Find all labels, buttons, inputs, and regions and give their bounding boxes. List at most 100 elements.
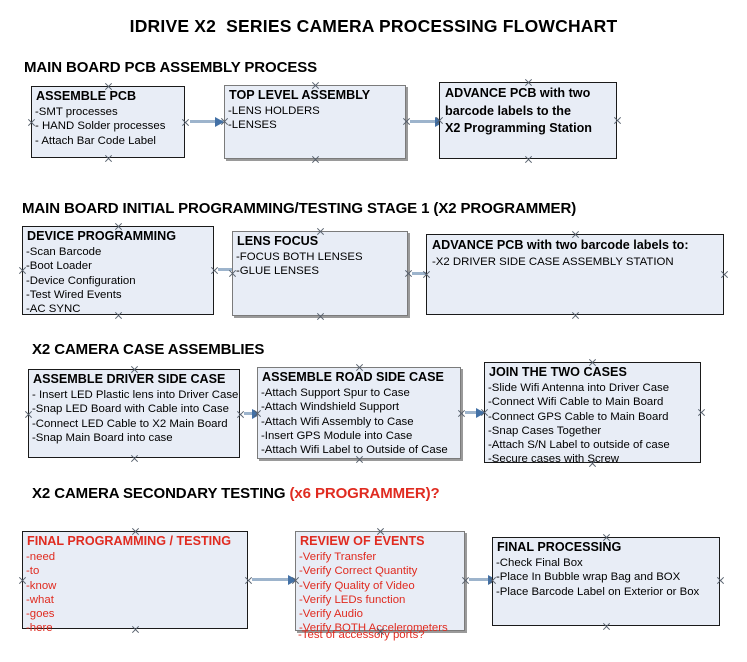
- anchor-handle-icon[interactable]: [697, 408, 706, 417]
- anchor-handle-icon[interactable]: [422, 270, 431, 279]
- anchor-handle-icon[interactable]: [181, 118, 190, 127]
- node-title: ASSEMBLE PCB: [36, 89, 137, 103]
- node-title: REVIEW OF EVENTS: [300, 534, 425, 548]
- node-line: -Scan Barcode: [26, 246, 102, 258]
- anchor-handle-icon[interactable]: [131, 527, 140, 536]
- anchor-handle-icon[interactable]: [720, 270, 729, 279]
- anchor-handle-icon[interactable]: [488, 576, 497, 585]
- anchor-handle-icon[interactable]: [571, 311, 580, 320]
- node-title: LENS FOCUS: [237, 234, 319, 248]
- anchor-handle-icon[interactable]: [588, 358, 597, 367]
- anchor-handle-icon[interactable]: [130, 365, 139, 374]
- node-title: TOP LEVEL ASSEMBLY: [229, 88, 371, 102]
- node-line: barcode labels to the: [445, 104, 571, 118]
- node-line: -Verify Correct Quantity: [299, 565, 418, 578]
- anchor-handle-icon[interactable]: [435, 116, 444, 125]
- node-line: -Snap Main Board into case: [32, 431, 173, 444]
- node-line: -Verify Audio: [299, 608, 363, 621]
- node-line: - Attach Bar Code Label: [35, 134, 156, 147]
- node-final-processing[interactable]: FINAL PROCESSING -Check Final Box -Place…: [492, 537, 720, 626]
- anchor-handle-icon[interactable]: [355, 455, 364, 464]
- node-title: ADVANCE PCB with two: [445, 86, 591, 100]
- anchor-handle-icon[interactable]: [588, 459, 597, 468]
- node-final-programming-testing[interactable]: FINAL PROGRAMMING / TESTING -need -to -k…: [22, 531, 248, 634]
- anchor-handle-icon[interactable]: [311, 81, 320, 90]
- node-review-of-events[interactable]: REVIEW OF EVENTS -Verify Transfer -Verif…: [295, 531, 465, 634]
- node-line: -to: [26, 565, 40, 578]
- anchor-handle-icon[interactable]: [613, 116, 622, 125]
- node-overflow-line: -Test of accessory ports?: [298, 629, 425, 641]
- node-line: -Attach Support Spur to Case: [261, 387, 410, 399]
- anchor-handle-icon[interactable]: [27, 118, 36, 127]
- anchor-handle-icon[interactable]: [311, 155, 320, 164]
- node-line: -Test Wired Events: [26, 288, 122, 301]
- anchor-handle-icon[interactable]: [18, 266, 27, 275]
- node-advance-pcb-to-driver-side-case[interactable]: ADVANCE PCB with two barcode labels to: …: [426, 234, 724, 315]
- node-line: -Connect Wifi Cable to Main Board: [488, 396, 664, 409]
- node-title: DEVICE PROGRAMMING: [27, 229, 177, 243]
- section-header-main-board-pcb-assembly: MAIN BOARD PCB ASSEMBLY PROCESS: [24, 59, 318, 76]
- anchor-handle-icon[interactable]: [291, 576, 300, 585]
- node-line: -Slide Wifi Antenna into Driver Case: [488, 382, 670, 394]
- node-line: -FOCUS BOTH LENSES: [236, 251, 363, 263]
- anchor-handle-icon[interactable]: [114, 222, 123, 231]
- node-line: - HAND Solder processes: [35, 120, 166, 133]
- node-line: -Verify Transfer: [299, 551, 377, 563]
- node-line: -Place Barcode Label on Exterior or Box: [496, 585, 700, 598]
- section-header-main-board-initial-programming: MAIN BOARD INITIAL PROGRAMMING/TESTING S…: [22, 200, 577, 217]
- node-line: -AC SYNC: [26, 303, 81, 316]
- node-title: ADVANCE PCB with two barcode labels to:: [432, 238, 689, 252]
- anchor-handle-icon[interactable]: [104, 82, 113, 91]
- anchor-handle-icon[interactable]: [18, 576, 27, 585]
- node-line: -Verify BOTH Accelerometers: [299, 622, 448, 635]
- anchor-handle-icon[interactable]: [716, 576, 725, 585]
- anchor-handle-icon[interactable]: [24, 410, 33, 419]
- anchor-handle-icon[interactable]: [571, 230, 580, 239]
- node-title: ASSEMBLE ROAD SIDE CASE: [262, 370, 444, 384]
- anchor-handle-icon[interactable]: [131, 625, 140, 634]
- node-line: -need: [26, 551, 56, 563]
- node-assemble-pcb[interactable]: ASSEMBLE PCB -SMT processes - HAND Solde…: [31, 86, 185, 158]
- anchor-handle-icon[interactable]: [220, 117, 229, 126]
- anchor-handle-icon[interactable]: [228, 269, 237, 278]
- page-title: IDRIVE X2 SERIES CAMERA PROCESSING FLOWC…: [129, 16, 618, 36]
- anchor-handle-icon[interactable]: [376, 627, 385, 636]
- anchor-handle-icon[interactable]: [480, 408, 489, 417]
- node-advance-pcb-to-programming-station[interactable]: ADVANCE PCB with two barcode labels to t…: [439, 82, 617, 159]
- section-header-x2-camera-case-assemblies: X2 CAMERA CASE ASSEMBLIES: [32, 341, 265, 358]
- node-line: -GLUE LENSES: [236, 265, 319, 278]
- anchor-handle-icon[interactable]: [355, 363, 364, 372]
- node-line: -Attach S/N Label to outside of case: [488, 439, 670, 452]
- node-line: -Insert GPS Module into Case: [261, 429, 413, 442]
- node-assemble-driver-side-case[interactable]: ASSEMBLE DRIVER SIDE CASE - Insert LED P…: [28, 369, 240, 458]
- node-lens-focus[interactable]: LENS FOCUS -FOCUS BOTH LENSES -GLUE LENS…: [232, 231, 408, 316]
- node-line: -Check Final Box: [496, 557, 583, 569]
- node-line: -Verify LEDs function: [299, 593, 406, 606]
- anchor-handle-icon[interactable]: [602, 533, 611, 542]
- anchor-handle-icon[interactable]: [602, 622, 611, 631]
- node-top-level-assembly[interactable]: TOP LEVEL ASSEMBLY -LENS HOLDERS -LENSES: [224, 85, 406, 159]
- node-line: -LENS HOLDERS: [228, 105, 320, 117]
- anchor-handle-icon[interactable]: [114, 311, 123, 320]
- node-line: -Attach Windshield Support: [261, 401, 400, 414]
- node-line: -Attach Wifi Assembly to Case: [261, 415, 414, 428]
- node-line: - Insert LED Plastic lens into Driver Ca…: [32, 389, 239, 401]
- anchor-handle-icon[interactable]: [376, 527, 385, 536]
- node-line: -Snap LED Board with Cable into Case: [32, 403, 229, 416]
- anchor-handle-icon[interactable]: [316, 312, 325, 321]
- node-line: -SMT processes: [35, 106, 118, 118]
- anchor-handle-icon[interactable]: [524, 155, 533, 164]
- node-join-the-two-cases[interactable]: JOIN THE TWO CASES -Slide Wifi Antenna i…: [484, 362, 701, 465]
- anchor-handle-icon[interactable]: [104, 154, 113, 163]
- node-line: -Device Configuration: [26, 274, 136, 287]
- anchor-handle-icon[interactable]: [130, 454, 139, 463]
- anchor-handle-icon[interactable]: [316, 227, 325, 236]
- node-title: ASSEMBLE DRIVER SIDE CASE: [33, 372, 226, 386]
- node-device-programming[interactable]: DEVICE PROGRAMMING -Scan Barcode -Boot L…: [22, 226, 214, 315]
- anchor-handle-icon[interactable]: [524, 78, 533, 87]
- node-line: -Attach Wifi Label to Outside of Case: [261, 444, 448, 457]
- node-assemble-road-side-case[interactable]: ASSEMBLE ROAD SIDE CASE -Attach Support …: [257, 367, 461, 459]
- anchor-handle-icon[interactable]: [253, 409, 262, 418]
- node-line: -Snap Cases Together: [488, 424, 602, 437]
- node-line: -Place In Bubble wrap Bag and BOX: [496, 571, 681, 584]
